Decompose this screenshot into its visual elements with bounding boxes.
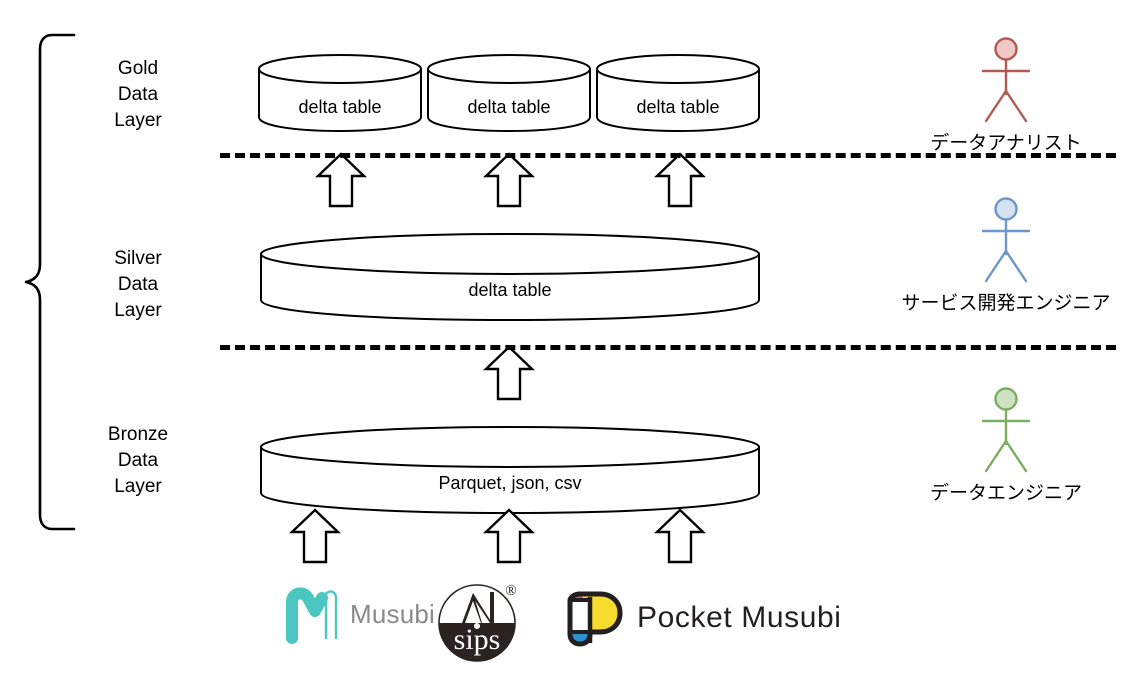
- source-logo-sips[interactable]: sips ®: [437, 579, 523, 665]
- registered-trademark-icon: ®: [505, 583, 516, 599]
- pocket-musubi-p-icon: [567, 591, 623, 647]
- actor-service-developer-label: サービス開発エンジニア: [901, 293, 1111, 314]
- musubi-m-icon: [286, 587, 338, 644]
- bronze-raw-table[interactable]: Parquet, json, csv: [259, 425, 761, 517]
- stick-figure-icon: [981, 37, 1031, 123]
- musubi-wordmark: Musubi: [350, 598, 436, 629]
- arrow-bronze-to-silver-1: [483, 345, 535, 401]
- pocket-musubi-wordmark: Pocket Musubi: [637, 601, 842, 634]
- gold-silver-divider: [220, 153, 1116, 158]
- source-logo-musubi[interactable]: Musubi: [281, 586, 436, 644]
- stick-figure-icon: [981, 197, 1031, 283]
- data-platform-brace: [22, 32, 82, 532]
- actor-data-analyst: データアナリスト: [866, 36, 1144, 155]
- arrow-source-to-bronze-1: [289, 508, 341, 564]
- gold-delta-table-3[interactable]: delta table: [595, 53, 761, 133]
- arrow-silver-to-gold-3: [654, 152, 706, 208]
- stick-figure-icon: [981, 387, 1031, 473]
- layer-label-bronze: Bronze Data Layer: [107, 424, 169, 497]
- arrow-silver-to-gold-1: [315, 152, 367, 208]
- arrow-silver-to-gold-2: [483, 152, 535, 208]
- silver-bronze-divider: [220, 345, 1116, 350]
- actor-data-analyst-label: データアナリスト: [930, 133, 1082, 154]
- gold-delta-table-1[interactable]: delta table: [257, 53, 423, 133]
- source-logo-pocket-musubi[interactable]: Pocket Musubi: [562, 586, 842, 650]
- actor-data-engineer-label: データエンジニア: [929, 483, 1082, 504]
- silver-delta-table[interactable]: delta table: [259, 232, 761, 324]
- arrow-source-to-bronze-2: [483, 508, 535, 564]
- svg-text:sips: sips: [454, 623, 501, 656]
- layer-label-silver: Silver Data Layer: [114, 248, 162, 321]
- layer-label-gold: Gold Data Layer: [114, 58, 162, 131]
- actor-service-developer: サービス開発エンジニア: [866, 196, 1144, 315]
- sips-circle-icon: sips ®: [438, 583, 517, 662]
- gold-delta-table-2[interactable]: delta table: [426, 53, 592, 133]
- actor-data-engineer: データエンジニア: [866, 386, 1144, 505]
- arrow-source-to-bronze-3: [654, 508, 706, 564]
